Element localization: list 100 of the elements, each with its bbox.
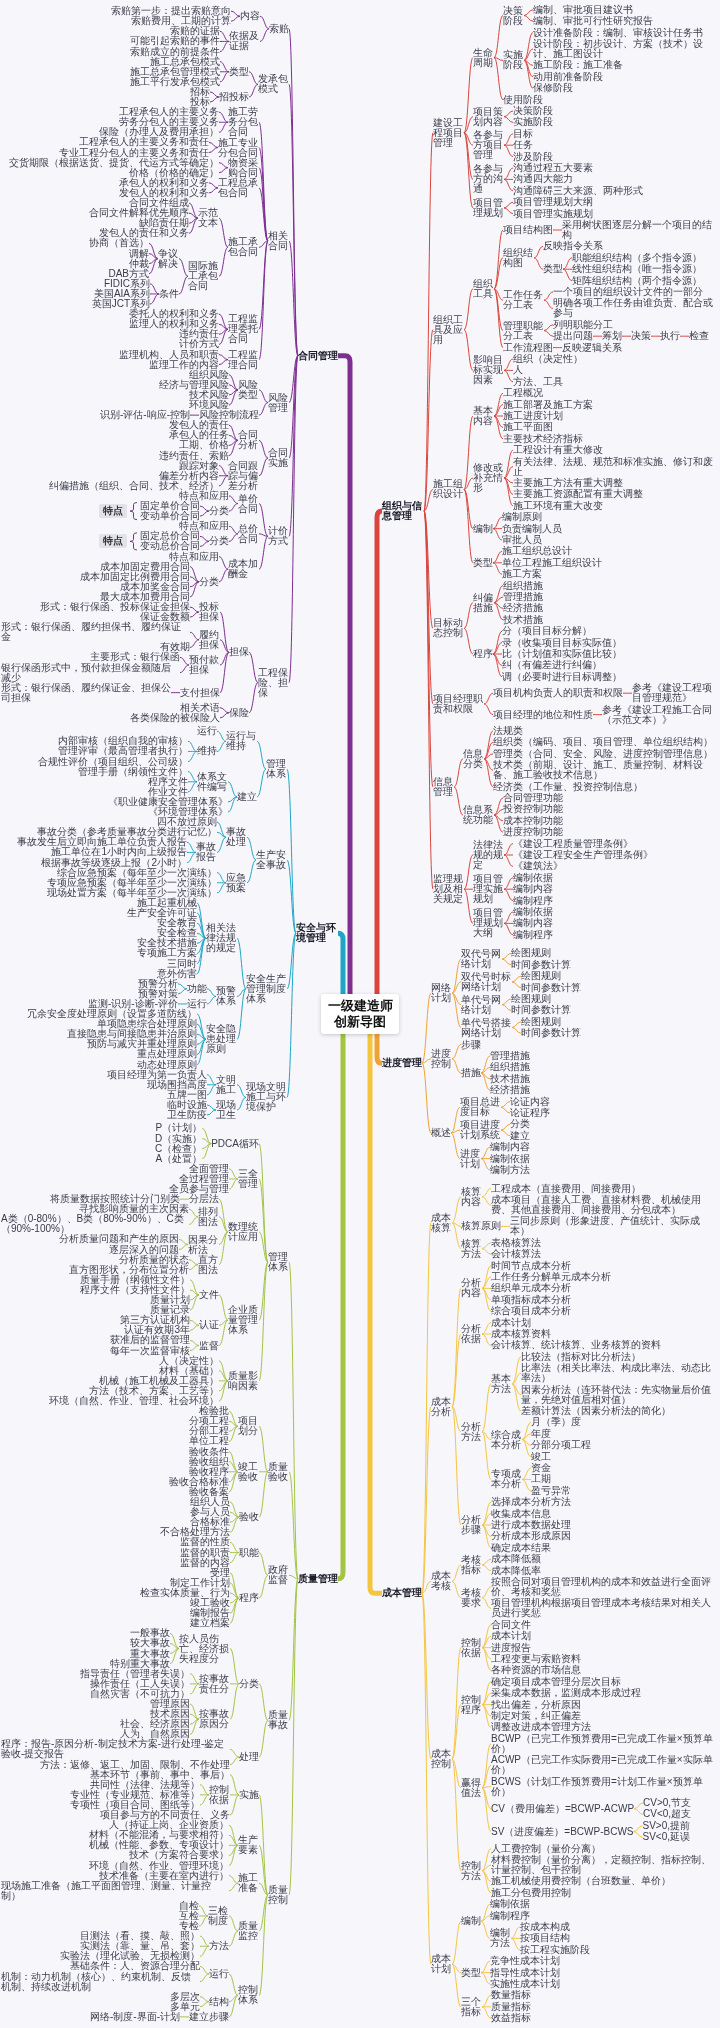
- topic-text: 施工专业分包合同: [218, 137, 259, 158]
- topic-text: 自检: [179, 1900, 199, 1911]
- topic-text: 任务: [513, 140, 533, 151]
- topic-text: 专项成本分析: [491, 1469, 522, 1490]
- main-topic: 成本管理: [382, 1588, 422, 1599]
- topic-text: 按人员伤亡、经济损失程度分: [179, 1633, 230, 1664]
- topic-text: 社会、经济原因: [120, 1719, 190, 1730]
- topic-text: 绘图规则: [511, 994, 551, 1004]
- topic-text: 施工组织总设计: [502, 546, 572, 557]
- topic-text: 固定单价合同: [140, 501, 200, 512]
- topic-text: 编制原则: [502, 512, 542, 523]
- topic-text: 不合格处理方法: [160, 1527, 230, 1538]
- topic-text: 年度: [531, 1428, 551, 1439]
- topic-text: 施工平行发承包模式: [130, 76, 220, 87]
- topic-text: 使用阶段: [503, 94, 543, 105]
- topic-text: 综合成本分析: [491, 1429, 522, 1450]
- topic-text: 承包人的任务: [169, 430, 229, 441]
- topic-text: 合同文件组成: [129, 198, 189, 209]
- topic-text: 功能: [187, 983, 207, 994]
- topic-text: 综合项目成本分析: [491, 1306, 571, 1317]
- topic-text: 进度计划: [460, 1148, 481, 1169]
- topic-text: 质量事故: [268, 1710, 289, 1731]
- topic-text: 方法: [209, 1941, 229, 1952]
- topic-text: 控制依据: [461, 1637, 482, 1658]
- topic-text: 建立: [510, 1130, 530, 1141]
- main-topic: 质量管理: [298, 1573, 338, 1584]
- topic-text: 概述: [431, 1127, 451, 1138]
- topic-text: 安全检查: [157, 928, 197, 939]
- topic-text: 编制程序: [513, 895, 553, 906]
- topic-text: 预警体系: [216, 986, 237, 1007]
- topic-text: 设计准备阶段：编制、审核设计任务书: [533, 27, 703, 38]
- topic-text: 寻找影响质量的主次因素: [79, 1204, 189, 1215]
- topic-text: 每年一次监督审核: [110, 1345, 190, 1356]
- topic-text: 调整改进成本管理方法: [491, 1722, 591, 1733]
- topic-text: 组织类（编码、项目、项目管理、单位组织结构）: [493, 737, 713, 748]
- topic-text: 验收组织: [189, 1456, 229, 1467]
- topic-text: 保险（办理人及费用承担）: [99, 127, 219, 138]
- topic-text: 按照合同对项目管理机构的成本和效益进行全面评价、考核和奖惩: [491, 1577, 719, 1597]
- topic-text: 第三方认证机构: [120, 1315, 190, 1326]
- topic-text: 示范文本: [198, 208, 219, 229]
- main-topic: 合同管理: [298, 350, 338, 361]
- topic-text: 类型: [543, 264, 563, 275]
- topic-text: 专业工程分包人的主要义务和责任: [59, 147, 209, 158]
- topic-text: 成本控制功能: [503, 815, 563, 826]
- topic-text: 认证有效期3年: [124, 1325, 190, 1336]
- topic-text: 分类: [510, 1119, 530, 1130]
- main-topic: 进度管理: [382, 1058, 422, 1069]
- topic-text: 组织措施: [503, 580, 543, 591]
- topic-text: 发承包模式: [258, 74, 289, 95]
- topic-text: 实施性成本计划: [490, 1979, 560, 1989]
- topic-text: 成本降低额: [491, 1554, 541, 1565]
- topic-text: 控制方法: [461, 1860, 482, 1881]
- topic-text: 组织单元成本分析: [491, 1283, 571, 1294]
- topic-text: 管理措施: [503, 592, 543, 602]
- topic-text: 程序: [473, 649, 493, 659]
- topic-text: 特点和应用: [179, 521, 229, 532]
- topic-text: 组织措施: [490, 1062, 530, 1073]
- topic-text: 录（收集项目目标实际值）: [502, 637, 622, 648]
- summary-label: 特点: [99, 534, 127, 549]
- topic-text: 体系文件编写: [197, 771, 228, 792]
- topic-text: 索赔第一步：提出索赔意向: [111, 6, 231, 17]
- topic-text: 组织人员: [190, 1497, 230, 1508]
- main-branch-line: [335, 930, 346, 994]
- topic-text: 招投标: [219, 92, 249, 102]
- topic-text: ACWP（已完工作实际费用=已完成工作量×实际单价）: [491, 1755, 719, 1776]
- topic-text: 支付担保: [180, 687, 220, 698]
- topic-text: 找出偏差，分析原因: [491, 1699, 581, 1710]
- topic-text: 成本项目（直接人工费、直接材料费、机械使用费、其他直接费用、间接费用、分包成本）: [491, 1195, 719, 1215]
- topic-text: 程序: [239, 1593, 259, 1603]
- topic-text: 审批人员: [502, 535, 542, 545]
- topic-text: 重大事故: [130, 1648, 170, 1659]
- topic-text: 项目参与方的不同责任、义务: [100, 1810, 230, 1821]
- topic-text: 技术风险: [189, 389, 229, 400]
- topic-text: 主要技术经济指标: [503, 433, 583, 444]
- topic-text: 英国JCT系列: [91, 299, 150, 310]
- topic-text: 维持: [197, 746, 217, 757]
- topic-text: 编制程序: [490, 1910, 530, 1921]
- topic-text: 分析依据: [461, 1324, 482, 1344]
- topic-text: 作业文件: [148, 786, 188, 797]
- topic-text: 条件: [159, 288, 179, 299]
- topic-text: 施工方案: [502, 569, 542, 580]
- topic-text: 主要施工方法有重大调整: [513, 478, 623, 488]
- topic-text: 成本计划: [431, 1954, 452, 1975]
- topic-text: 参与人员: [190, 1507, 230, 1518]
- topic-text: 合同文件: [491, 1619, 531, 1630]
- topic-text: 建设工程项目管理: [433, 117, 464, 148]
- topic-text: 编制内容: [513, 918, 553, 929]
- topic-text: 合同跟踪与偏差分析: [228, 460, 259, 491]
- topic-text: 指导责任（管理者失误）: [80, 1668, 190, 1679]
- topic-text: 相关法律法规的规定: [206, 923, 237, 954]
- topic-text: 施工分包费用控制: [491, 1887, 571, 1898]
- topic-text: 项目结构图: [503, 225, 553, 235]
- topic-text: SV（进度偏差）=BCWP-BCWS: [491, 1826, 634, 1837]
- topic-text: 分类: [209, 536, 229, 547]
- topic-text: 《职业健康安全管理体系》: [108, 796, 228, 807]
- topic-text: 各种资源的市场信息: [491, 1665, 581, 1676]
- topic-text: 各类保险的被保险人: [130, 712, 220, 723]
- topic-text: 美国AIA系列: [93, 288, 150, 299]
- topic-text: 时间参数计算: [521, 1028, 581, 1039]
- topic-text: 质量控制: [268, 1885, 289, 1906]
